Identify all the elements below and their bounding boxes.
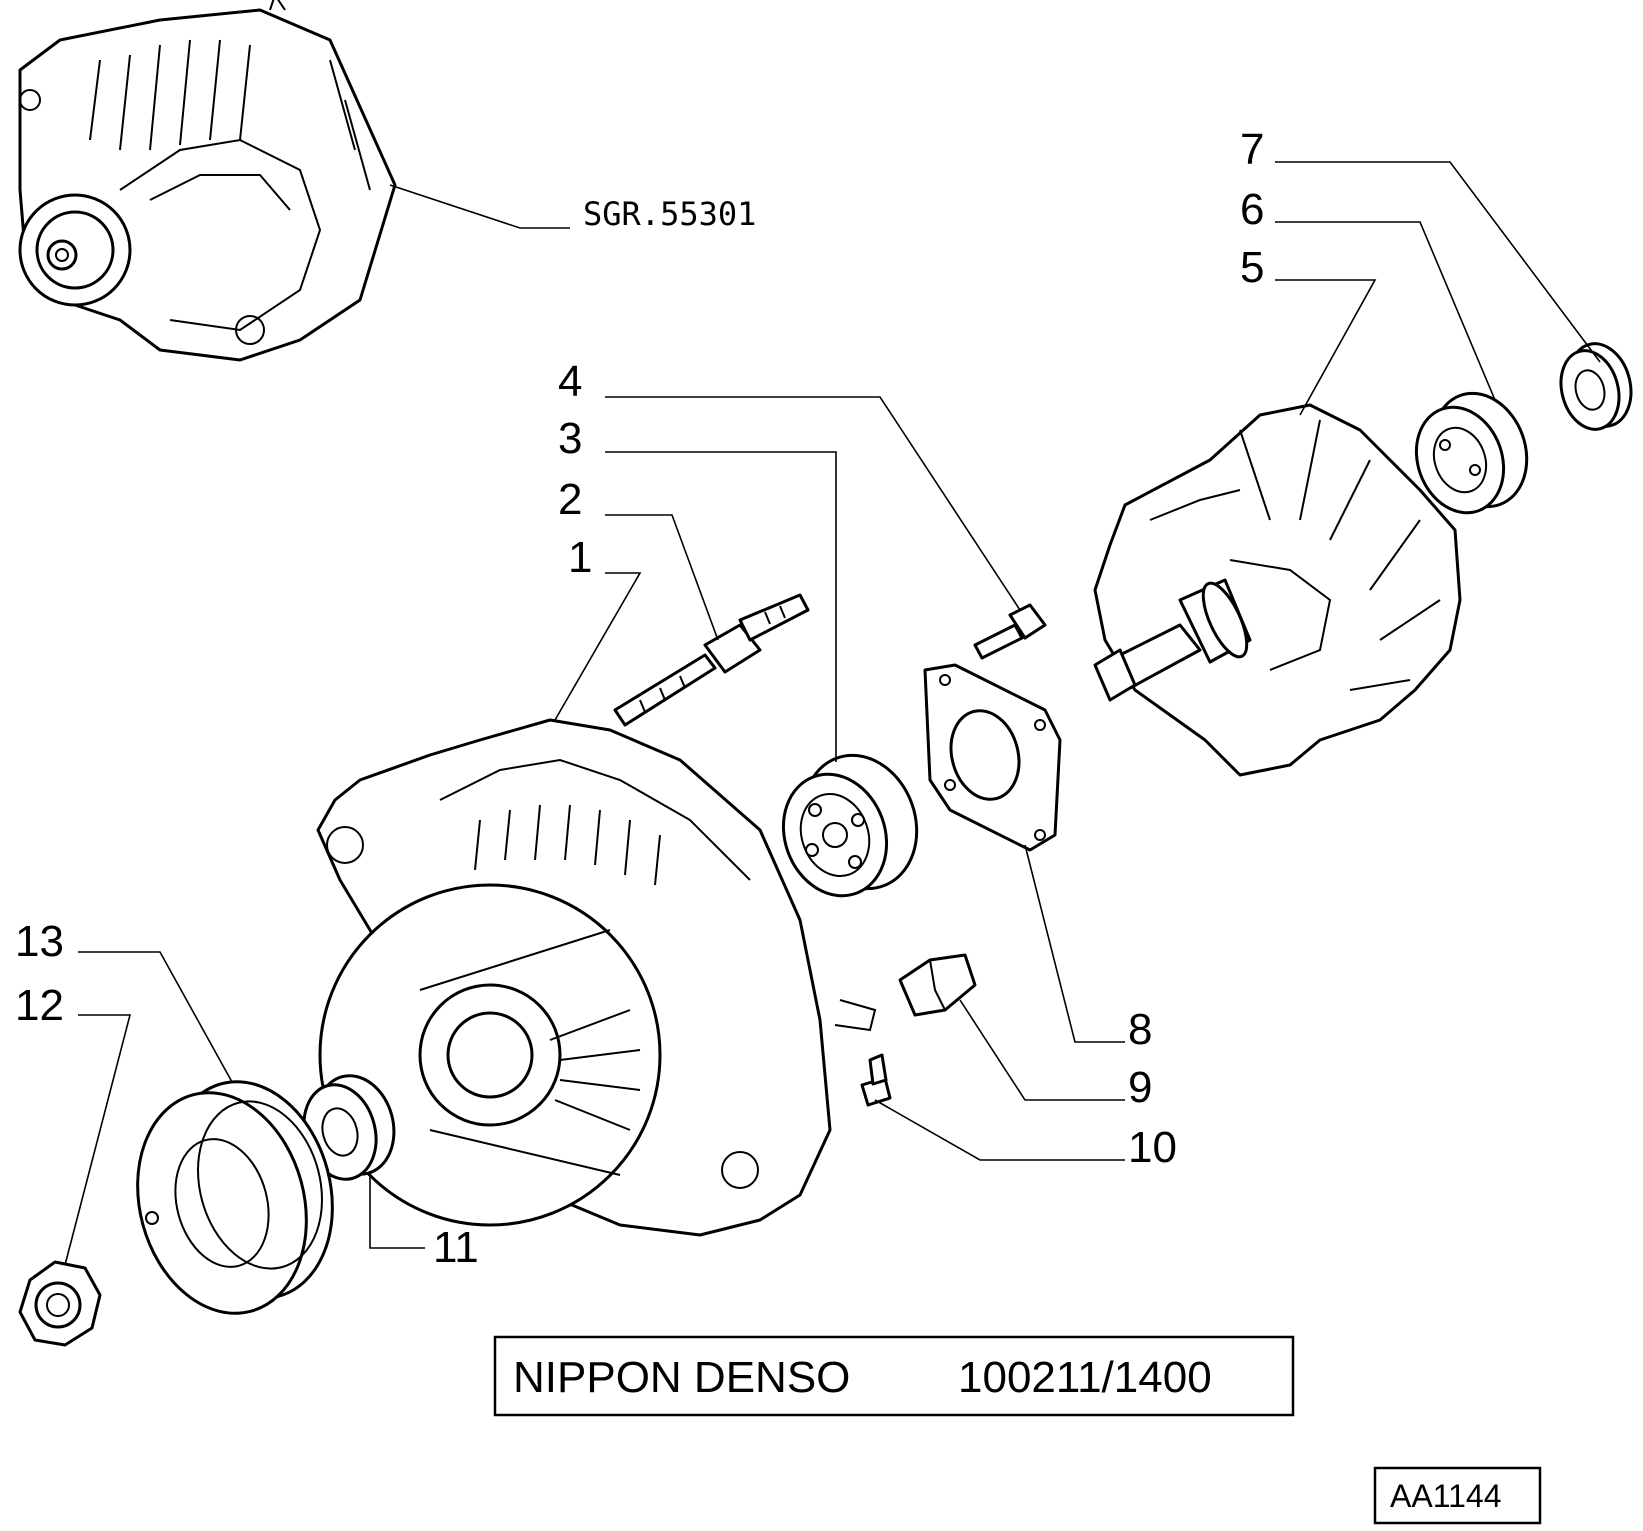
callout-12: 12 bbox=[15, 981, 64, 1030]
callout-11: 11 bbox=[433, 1223, 479, 1272]
callout-7: 7 bbox=[1240, 125, 1264, 174]
callout-3: 3 bbox=[558, 414, 582, 463]
terminal-part-10 bbox=[860, 1053, 892, 1107]
callout-13: 13 bbox=[15, 917, 64, 966]
retainer-plate-part-8 bbox=[923, 663, 1062, 852]
bearing-part-6 bbox=[1414, 391, 1529, 515]
manufacturer-label: NIPPON DENSO bbox=[513, 1353, 850, 1402]
callout-9: 9 bbox=[1128, 1063, 1152, 1112]
title-box: NIPPON DENSO 100211/1400 bbox=[493, 1335, 1295, 1417]
alternator-housing-part-1 bbox=[316, 718, 877, 1237]
callout-10: 10 bbox=[1128, 1123, 1177, 1172]
pulley-part-13 bbox=[136, 1080, 334, 1315]
bearing-part-3 bbox=[781, 753, 919, 898]
callout-8: 8 bbox=[1128, 1005, 1152, 1054]
callout-numbers: 1 2 3 4 5 6 7 8 9 10 11 12 13 bbox=[15, 125, 1264, 1272]
callout-5: 5 bbox=[1240, 243, 1264, 292]
assembly-reference: SGR.55301 bbox=[583, 195, 756, 233]
insulator-part-9 bbox=[898, 953, 977, 1017]
callout-2: 2 bbox=[558, 475, 582, 524]
figure-code: AA1144 bbox=[1390, 1478, 1502, 1514]
leader-lines bbox=[64, 161, 1601, 1266]
callout-1: 1 bbox=[568, 533, 592, 582]
part-number-label: 100211/1400 bbox=[958, 1353, 1212, 1402]
stud-bolt-part-2 bbox=[613, 593, 810, 727]
callout-6: 6 bbox=[1240, 185, 1264, 234]
rotor-part-5 bbox=[1093, 403, 1462, 777]
figure-code-box: AA1144 bbox=[1373, 1466, 1542, 1525]
cap-part-7 bbox=[1559, 342, 1633, 431]
callout-4: 4 bbox=[558, 357, 582, 406]
screw-part-4 bbox=[973, 603, 1047, 660]
nut-part-12 bbox=[18, 1260, 102, 1347]
assembled-alternator-illustration bbox=[18, 0, 397, 362]
